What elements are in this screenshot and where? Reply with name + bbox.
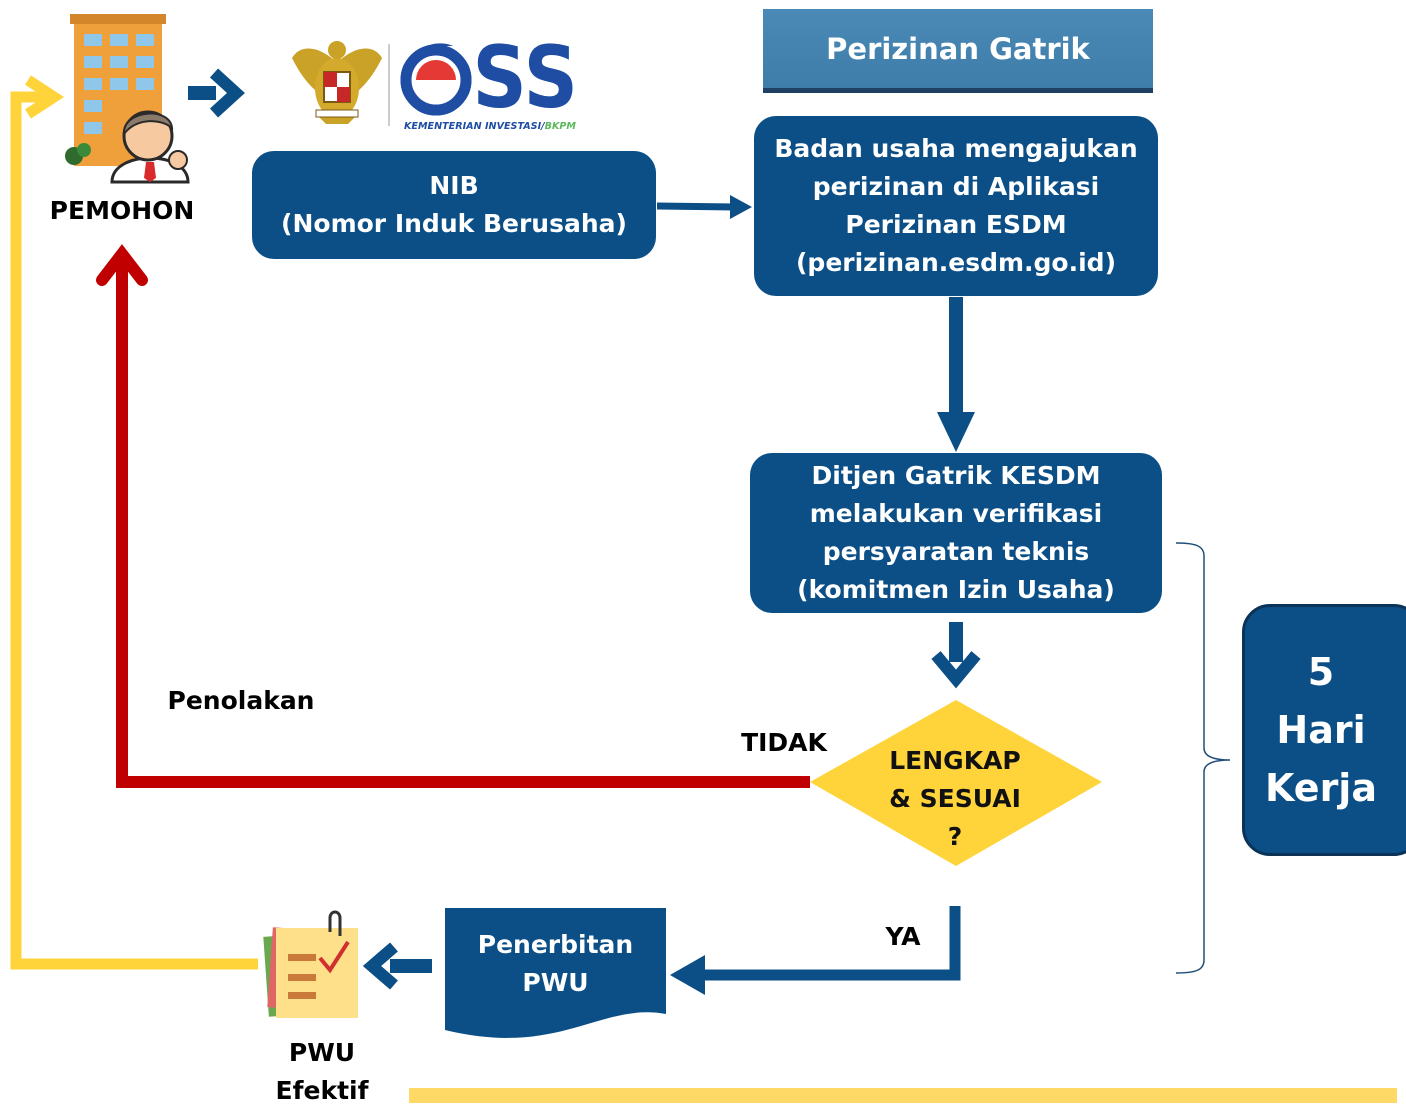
duration-bracket <box>1175 542 1231 974</box>
arrow-to-result-head <box>362 942 398 990</box>
apply-box: Badan usaha mengajukan perizinan di Apli… <box>754 116 1158 296</box>
issuance-text-box: Penerbitan PWU <box>445 918 666 1010</box>
result-line-1: PWU <box>288 1038 356 1067</box>
nib-line-1: NIB <box>429 171 479 200</box>
oss-subtitle: KEMENTERIAN INVESTASI/BKPM <box>404 121 576 132</box>
verify-box: Ditjen Gatrik KESDM melakukan verifikasi… <box>750 453 1162 613</box>
red-rejection-line <box>116 258 810 788</box>
pwu-document-icon <box>263 910 358 1018</box>
yellow-arrowhead <box>24 75 65 119</box>
apply-line-2: perizinan di Aplikasi <box>812 172 1100 201</box>
issuance-line-2: PWU <box>522 968 589 997</box>
decision-line-1: LENGKAP <box>889 746 1021 775</box>
rejection-label: Penolakan <box>167 686 315 715</box>
arrow-nib-to-apply <box>656 202 736 211</box>
arrow-apply-to-verify-head <box>937 412 975 452</box>
verify-line-4: (komitmen Izin Usaha) <box>797 575 1115 604</box>
duration-line-3: Kerja <box>1265 766 1377 810</box>
yellow-return-line <box>10 91 258 970</box>
duration-box: 5 Hari Kerja <box>1242 604 1406 856</box>
arrow-nib-to-apply-head <box>730 195 752 219</box>
issuance-document-shape <box>445 908 666 1038</box>
verify-line-1: Ditjen Gatrik KESDM <box>811 461 1101 490</box>
verify-line-2: melakukan verifikasi <box>809 499 1103 528</box>
arrow-verify-to-decision-head <box>931 651 981 689</box>
red-arrowhead <box>96 244 148 286</box>
decision-line-2: & SESUAI <box>889 784 1021 813</box>
bottom-yellow-bar <box>409 1088 1397 1103</box>
arrow-to-oss-shaft <box>188 86 216 100</box>
no-label: TIDAK <box>741 728 827 757</box>
oss-logo: OSS KEMENTERIAN INVESTASI/BKPM <box>400 28 578 132</box>
duration-line-2: Hari <box>1276 708 1366 752</box>
garuda-emblem-icon <box>292 41 382 124</box>
yes-path-head <box>670 955 705 995</box>
arrow-to-oss-head <box>209 68 245 118</box>
result-label: PWU Efektif <box>256 1034 388 1110</box>
applicant-label: PEMOHON <box>49 196 195 225</box>
duration-line-1: 5 <box>1307 650 1335 694</box>
decision-text: LENGKAP & SESUAI ? <box>870 742 1040 856</box>
nib-box: NIB (Nomor Induk Berusaha) <box>252 151 656 259</box>
yes-path-line <box>700 906 961 981</box>
arrow-to-result-shaft <box>390 959 432 973</box>
building-person-icon <box>65 14 190 184</box>
yes-label: YA <box>885 922 921 951</box>
result-line-2: Efektif <box>275 1076 369 1105</box>
arrow-verify-to-decision-shaft <box>949 622 963 662</box>
apply-line-4: (perizinan.esdm.go.id) <box>796 248 1116 277</box>
apply-line-3: Perizinan ESDM <box>845 210 1067 239</box>
decision-diamond <box>810 700 1102 866</box>
nib-line-2: (Nomor Induk Berusaha) <box>281 209 627 238</box>
decision-line-3: ? <box>947 822 963 851</box>
issuance-line-1: Penerbitan <box>477 930 634 959</box>
header-title-box: Perizinan Gatrik <box>763 9 1153 93</box>
arrow-apply-to-verify-shaft <box>949 297 963 419</box>
apply-line-1: Badan usaha mengajukan <box>774 134 1138 163</box>
header-title: Perizinan Gatrik <box>826 31 1090 66</box>
verify-line-3: persyaratan teknis <box>822 537 1090 566</box>
